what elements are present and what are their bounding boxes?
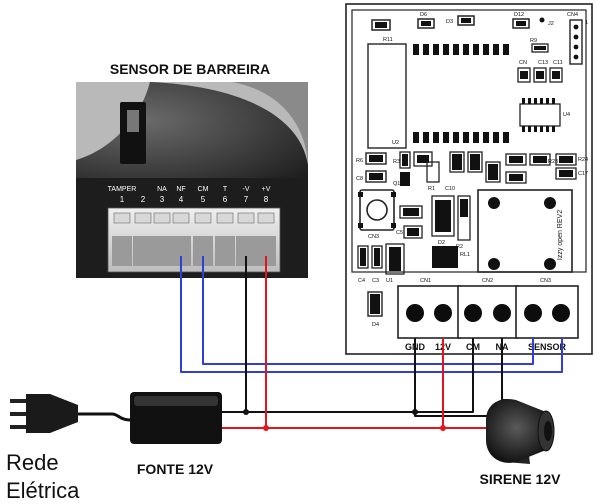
silkscreen-label-u4: U4 bbox=[563, 112, 570, 118]
mains-plug-icon bbox=[10, 394, 131, 433]
silkscreen-label-r2: R2 bbox=[456, 244, 463, 250]
terminal-number-4: 4 bbox=[179, 195, 184, 204]
silkscreen-label-one: 1 bbox=[585, 20, 588, 26]
silkscreen-label-q1: Q1 bbox=[393, 181, 400, 187]
mains-label-line1: Rede bbox=[6, 450, 59, 475]
silkscreen-label-r11: R11 bbox=[383, 37, 393, 43]
terminal-name-plus-v: +V bbox=[262, 186, 271, 193]
connector-label-cn3: CN3 bbox=[540, 278, 551, 284]
silkscreen-label-cn3: CN3 bbox=[368, 234, 379, 240]
tamper-switch bbox=[120, 102, 146, 164]
silkscreen-label-c8: C8 bbox=[356, 176, 363, 182]
silkscreen-label-u2: U2 bbox=[392, 140, 399, 146]
silkscreen-label-r23: R23 bbox=[548, 159, 558, 165]
silkscreen-label-r3: R3 bbox=[393, 159, 400, 165]
terminal-name-minus-v: -V bbox=[243, 186, 250, 193]
silkscreen-label-c10: C10 bbox=[445, 186, 455, 192]
silkscreen-label-c4: C4 bbox=[358, 278, 365, 284]
wire-blue-nf bbox=[180, 256, 563, 373]
silkscreen-label-c5: C5 bbox=[396, 230, 403, 236]
siren-icon bbox=[486, 398, 555, 464]
terminal-name-cm: CM bbox=[198, 186, 209, 193]
silkscreen-label-c17: C17 bbox=[578, 171, 588, 177]
terminal-name-t: T bbox=[223, 186, 228, 193]
silkscreen-label-j2: J2 bbox=[548, 21, 554, 27]
silkscreen-label-d4: D4 bbox=[372, 322, 379, 328]
sensor-terminal-names: TAMPER NA NF CM T -V +V bbox=[108, 186, 271, 193]
power-supply bbox=[130, 392, 222, 444]
silkscreen-label-d12: D12 bbox=[514, 12, 524, 18]
terminal-number-6: 6 bbox=[223, 195, 228, 204]
silkscreen-label-c11: C11 bbox=[553, 60, 563, 66]
silkscreen-label-d3: D3 bbox=[446, 19, 453, 25]
silkscreen-label-u1: U1 bbox=[386, 278, 393, 284]
terminal-name-nf: NF bbox=[176, 186, 185, 193]
silkscreen-label-r24: R24 bbox=[578, 157, 588, 163]
terminal-name-na: NA bbox=[157, 186, 167, 193]
silkscreen-label-r6: R6 bbox=[356, 158, 363, 164]
wire-black-sensor bbox=[245, 256, 416, 413]
terminal-number-8: 8 bbox=[264, 195, 269, 204]
silkscreen-label-d2: D2 bbox=[438, 240, 445, 246]
silkscreen-label-c13: C13 bbox=[538, 60, 548, 66]
silkscreen-label-d6: D6 bbox=[420, 12, 427, 18]
power-supply-label: FONTE 12V bbox=[137, 461, 214, 477]
silkscreen-label-cn4: CN4 bbox=[567, 12, 578, 18]
sensor-terminal-block bbox=[107, 207, 281, 273]
terminal-number-5: 5 bbox=[201, 195, 206, 204]
connector-label-cn1: CN1 bbox=[420, 278, 431, 284]
silkscreen-label-r9: R9 bbox=[530, 38, 537, 44]
sensor-title: SENSOR DE BARREIRA bbox=[110, 61, 270, 77]
board-connectors: CN1 CN2 CN3 GND 12V CM NA SENSOR bbox=[397, 278, 579, 352]
wire-black-cm bbox=[415, 338, 474, 413]
sensor-terminal-numbers: 1 2 3 4 5 6 7 8 bbox=[120, 195, 269, 204]
terminal-number-1: 1 bbox=[120, 195, 125, 204]
terminal-name-tamper: TAMPER bbox=[108, 186, 137, 193]
relay bbox=[477, 189, 573, 273]
terminal-number-3: 3 bbox=[160, 195, 165, 204]
terminal-label-sensor: SENSOR bbox=[528, 342, 567, 352]
terminal-number-7: 7 bbox=[244, 195, 249, 204]
wire-blue-cm bbox=[202, 256, 534, 365]
silkscreen-label-rl1: RL1 bbox=[460, 252, 470, 258]
terminal-number-2: 2 bbox=[141, 195, 146, 204]
silkscreen-label-c3: C3 bbox=[372, 278, 379, 284]
mains-label-line2: Elétrica bbox=[6, 478, 80, 503]
wire-junctions bbox=[243, 409, 446, 431]
wire-red-sensor bbox=[265, 256, 444, 429]
silkscreen-label-cn: CN bbox=[519, 60, 527, 66]
silkscreen-label-brand: Izzy open REV2 bbox=[557, 210, 564, 260]
connector-label-cn2: CN2 bbox=[482, 278, 493, 284]
silkscreen-label-r1: R1 bbox=[428, 186, 435, 192]
siren-label: SIRENE 12V bbox=[480, 471, 562, 487]
